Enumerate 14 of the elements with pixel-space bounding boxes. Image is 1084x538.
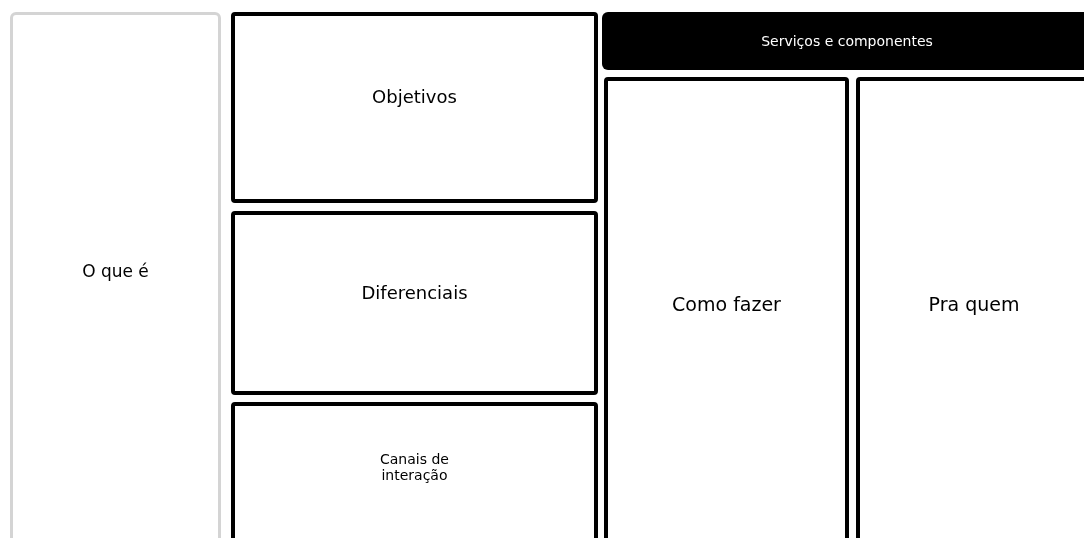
- box-label: Como fazer: [672, 293, 781, 316]
- canvas-box: [604, 77, 849, 538]
- canvas-box: [856, 77, 1084, 538]
- header-band: [602, 12, 1084, 70]
- header-text: Serviços e componentes: [761, 32, 933, 50]
- box-label: O que é: [82, 262, 149, 282]
- box-label: Pra quem: [928, 293, 1020, 316]
- canvas-box: [231, 12, 598, 203]
- box-label: Diferenciais: [361, 282, 468, 304]
- box-label: Objetivos: [372, 87, 457, 108]
- canvas-box: [10, 12, 221, 538]
- canvas-box: [231, 402, 598, 538]
- canvas-box: [231, 211, 598, 395]
- box-label: Canais de interação: [379, 450, 450, 484]
